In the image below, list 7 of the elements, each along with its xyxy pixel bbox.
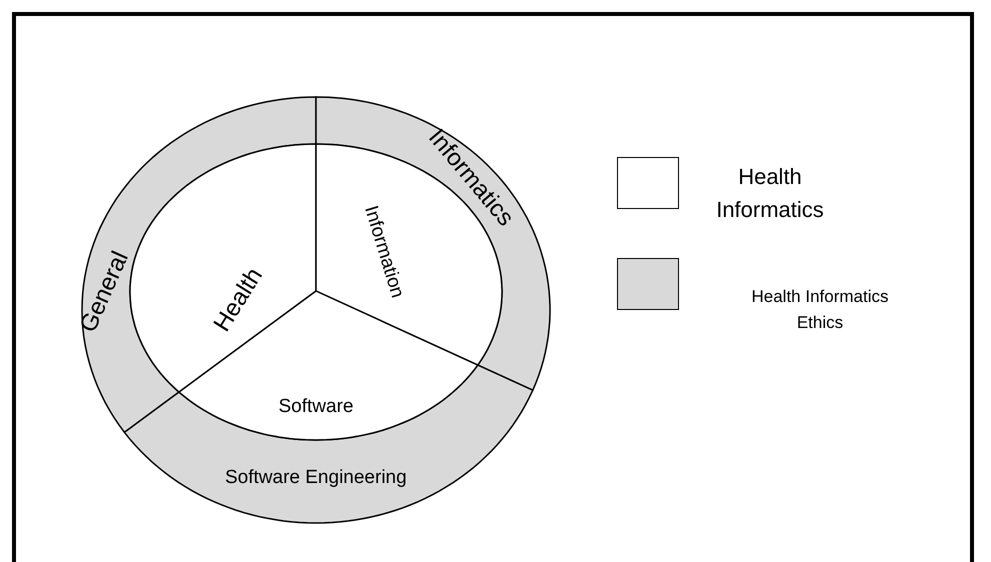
sector-label: Software [278, 396, 354, 418]
legend-label: Health Informatics [715, 163, 825, 224]
legend-label: Health Informatics Ethics [750, 286, 890, 334]
sector-label: Software Engineering [225, 467, 407, 489]
pie-sector [129, 143, 317, 394]
ring-sector [315, 96, 551, 392]
ring-sector [123, 364, 534, 524]
